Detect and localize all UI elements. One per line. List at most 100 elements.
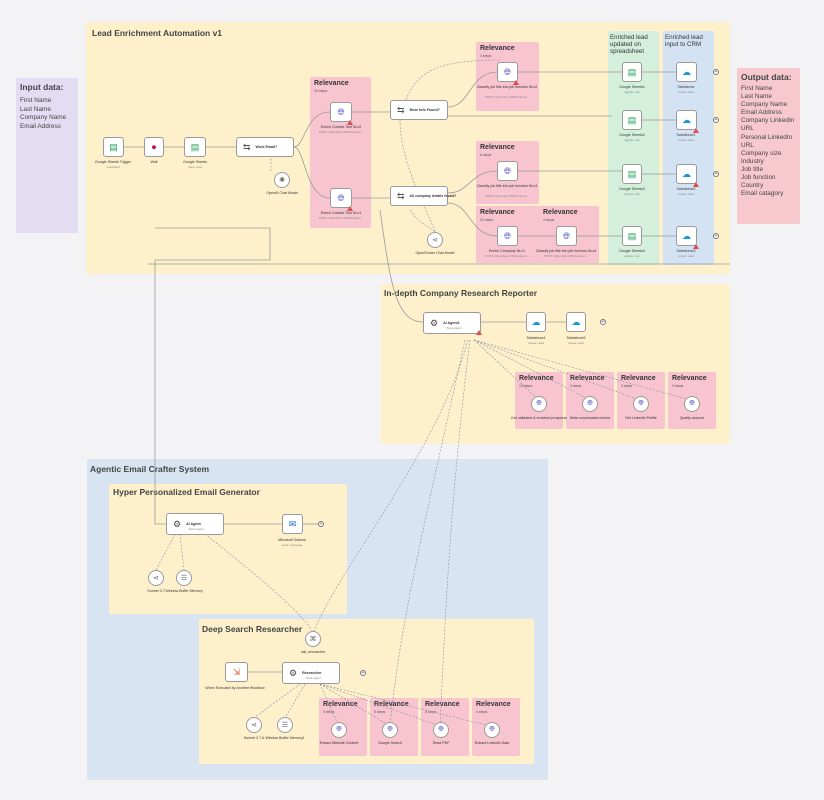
robot-icon: ⚙ — [173, 518, 182, 529]
node-label: Qualify account — [679, 416, 705, 420]
output-item: Email Address — [741, 109, 782, 117]
google-sheets-update-node[interactable]: ▤ — [622, 164, 642, 184]
node-label: Salesforce4 — [526, 336, 546, 340]
enrich-company-node[interactable]: 🌐︎ — [497, 226, 518, 246]
add-node-button[interactable]: + — [360, 670, 366, 676]
globe-icon: 🌐︎ — [336, 726, 342, 733]
node-sublabel: Tools Agent — [446, 326, 462, 330]
google-sheets-node[interactable]: ▤ — [184, 137, 206, 157]
warning-icon — [476, 330, 482, 335]
outlook-node[interactable]: ✉ — [282, 514, 303, 534]
database-icon: ☰ — [281, 722, 289, 729]
node-label: Sonnet 3.7 A — [243, 736, 265, 740]
output-item: Job title — [741, 165, 764, 173]
spreadsheet-icon: ▤ — [627, 168, 637, 179]
tool-node[interactable]: 🌐︎ — [484, 722, 500, 738]
warning-icon — [693, 244, 699, 249]
input-item: Company Name — [20, 114, 67, 122]
output-item: Last Name — [741, 93, 772, 101]
add-node-button[interactable]: + — [713, 233, 719, 239]
google-sheets-update-node[interactable]: ▤ — [622, 62, 642, 82]
node-label: Google Sheets4 — [619, 249, 645, 253]
call-researcher-node[interactable]: ⌘ — [305, 631, 321, 647]
google-sheets-update-node[interactable]: ▤ — [622, 226, 642, 246]
google-sheets-update-node[interactable]: ▤ — [622, 110, 642, 130]
add-node-button[interactable]: + — [713, 117, 719, 123]
output-item: Company LinkedIn — [741, 117, 795, 125]
warning-icon — [347, 120, 353, 125]
openai-chat-node[interactable]: ✺ — [274, 172, 290, 188]
ai-agent-node[interactable]: ⚙AI Agent — [166, 513, 224, 535]
database-icon: ☰ — [180, 575, 188, 582]
node-sublabel: POST: https://api.nPROtools.io/... — [318, 216, 364, 220]
column-title: Enriched lead updated on spreadsheet — [610, 34, 648, 56]
tool-node[interactable]: 🌐︎ — [433, 722, 449, 738]
memory-node[interactable]: ☰ — [176, 570, 192, 586]
add-node-button[interactable]: + — [600, 319, 606, 325]
warning-icon — [347, 206, 353, 211]
input-panel-title: Input data: — [20, 82, 64, 92]
share-icon: ⋖ — [251, 722, 257, 729]
output-item: Industry — [741, 157, 764, 165]
enrich-tool-node[interactable]: 🌐︎ — [330, 188, 352, 208]
enrich-tool-node[interactable]: 🌐︎ — [330, 102, 352, 122]
openai-icon: ✺ — [279, 177, 285, 184]
sheets-trigger-node[interactable]: ▤ — [103, 137, 124, 157]
salesforce-cloud-icon: ☁ — [682, 230, 691, 241]
work-email-node[interactable]: ⇆Work Email? — [236, 137, 294, 157]
execute-trigger-node[interactable]: ⇲ — [225, 662, 248, 682]
node-sublabel: send: message — [281, 543, 303, 547]
tool-node[interactable]: 🌐︎ — [382, 722, 398, 738]
tool-node[interactable]: 🌐︎ — [582, 396, 598, 412]
salesforce-cloud-icon: ☁ — [571, 316, 581, 327]
openrouter-chat-node[interactable]: ⋖ — [427, 232, 443, 248]
salesforce-node[interactable]: ☁ — [566, 312, 586, 332]
node-sublabel: create: lead — [678, 192, 694, 196]
sonnet-model-node[interactable]: ⋖ — [246, 717, 262, 733]
outlook-icon: ✉ — [288, 518, 297, 529]
node-label: Google Sheets Trigger — [95, 160, 131, 164]
node-label: Wait — [150, 160, 158, 164]
memory-node[interactable]: ☰ — [277, 717, 293, 733]
sonnet-model-node[interactable]: ⋖ — [148, 570, 164, 586]
classify-node[interactable]: 🌐︎ — [556, 226, 577, 246]
tool-node[interactable]: 🌐︎ — [331, 722, 347, 738]
salesforce-node[interactable]: ☁ — [676, 62, 697, 82]
warning-icon — [693, 128, 699, 133]
robot-icon: ⚙ — [430, 317, 439, 328]
node-sublabel: create: lead — [678, 138, 694, 142]
group-title: Lead Enrichment Automation v1 — [92, 28, 223, 38]
salesforce-node[interactable]: ☁ — [676, 226, 697, 246]
wait-node[interactable]: ⏺ — [144, 137, 164, 157]
node-sublabel: create: lead — [678, 90, 694, 94]
node-sublabel: update: row — [624, 254, 640, 258]
salesforce-node[interactable]: ☁ — [676, 110, 697, 130]
input-item: Email Address — [20, 122, 61, 130]
tool-node[interactable]: 🌐︎ — [531, 396, 547, 412]
salesforce-node[interactable]: ☁ — [676, 164, 697, 184]
more-info-node[interactable]: ⇆More Info Found? — [390, 100, 448, 120]
tool-node[interactable]: 🌐︎ — [633, 396, 649, 412]
classify-node[interactable]: 🌐︎ — [497, 161, 518, 181]
ai-agent1-node[interactable]: ⚙AI Agent1 — [423, 312, 481, 334]
node-label: call_researcher — [300, 650, 326, 654]
classify-node[interactable]: 🌐︎ — [497, 62, 518, 82]
share-icon: ⋖ — [153, 575, 159, 582]
node-label: Sonnet 3.7 — [147, 589, 165, 593]
add-node-button[interactable]: + — [318, 521, 324, 527]
node-label: Read PDF — [432, 741, 450, 745]
node-sublabel: update: row — [624, 90, 640, 94]
globe-icon: 🌐︎ — [438, 726, 444, 733]
salesforce-node[interactable]: ☁ — [526, 312, 546, 332]
tool-node[interactable]: 🌐︎ — [684, 396, 700, 412]
output-item: URL — [741, 125, 754, 133]
add-node-button[interactable]: + — [713, 69, 719, 75]
add-node-button[interactable]: + — [713, 171, 719, 177]
input-item: Last Name — [20, 105, 51, 113]
company-details-node[interactable]: ⇆All company details found? — [390, 186, 456, 206]
researcher-node[interactable]: ⚙Researcher — [282, 662, 340, 684]
workflow-icon: ⌘ — [309, 636, 317, 643]
